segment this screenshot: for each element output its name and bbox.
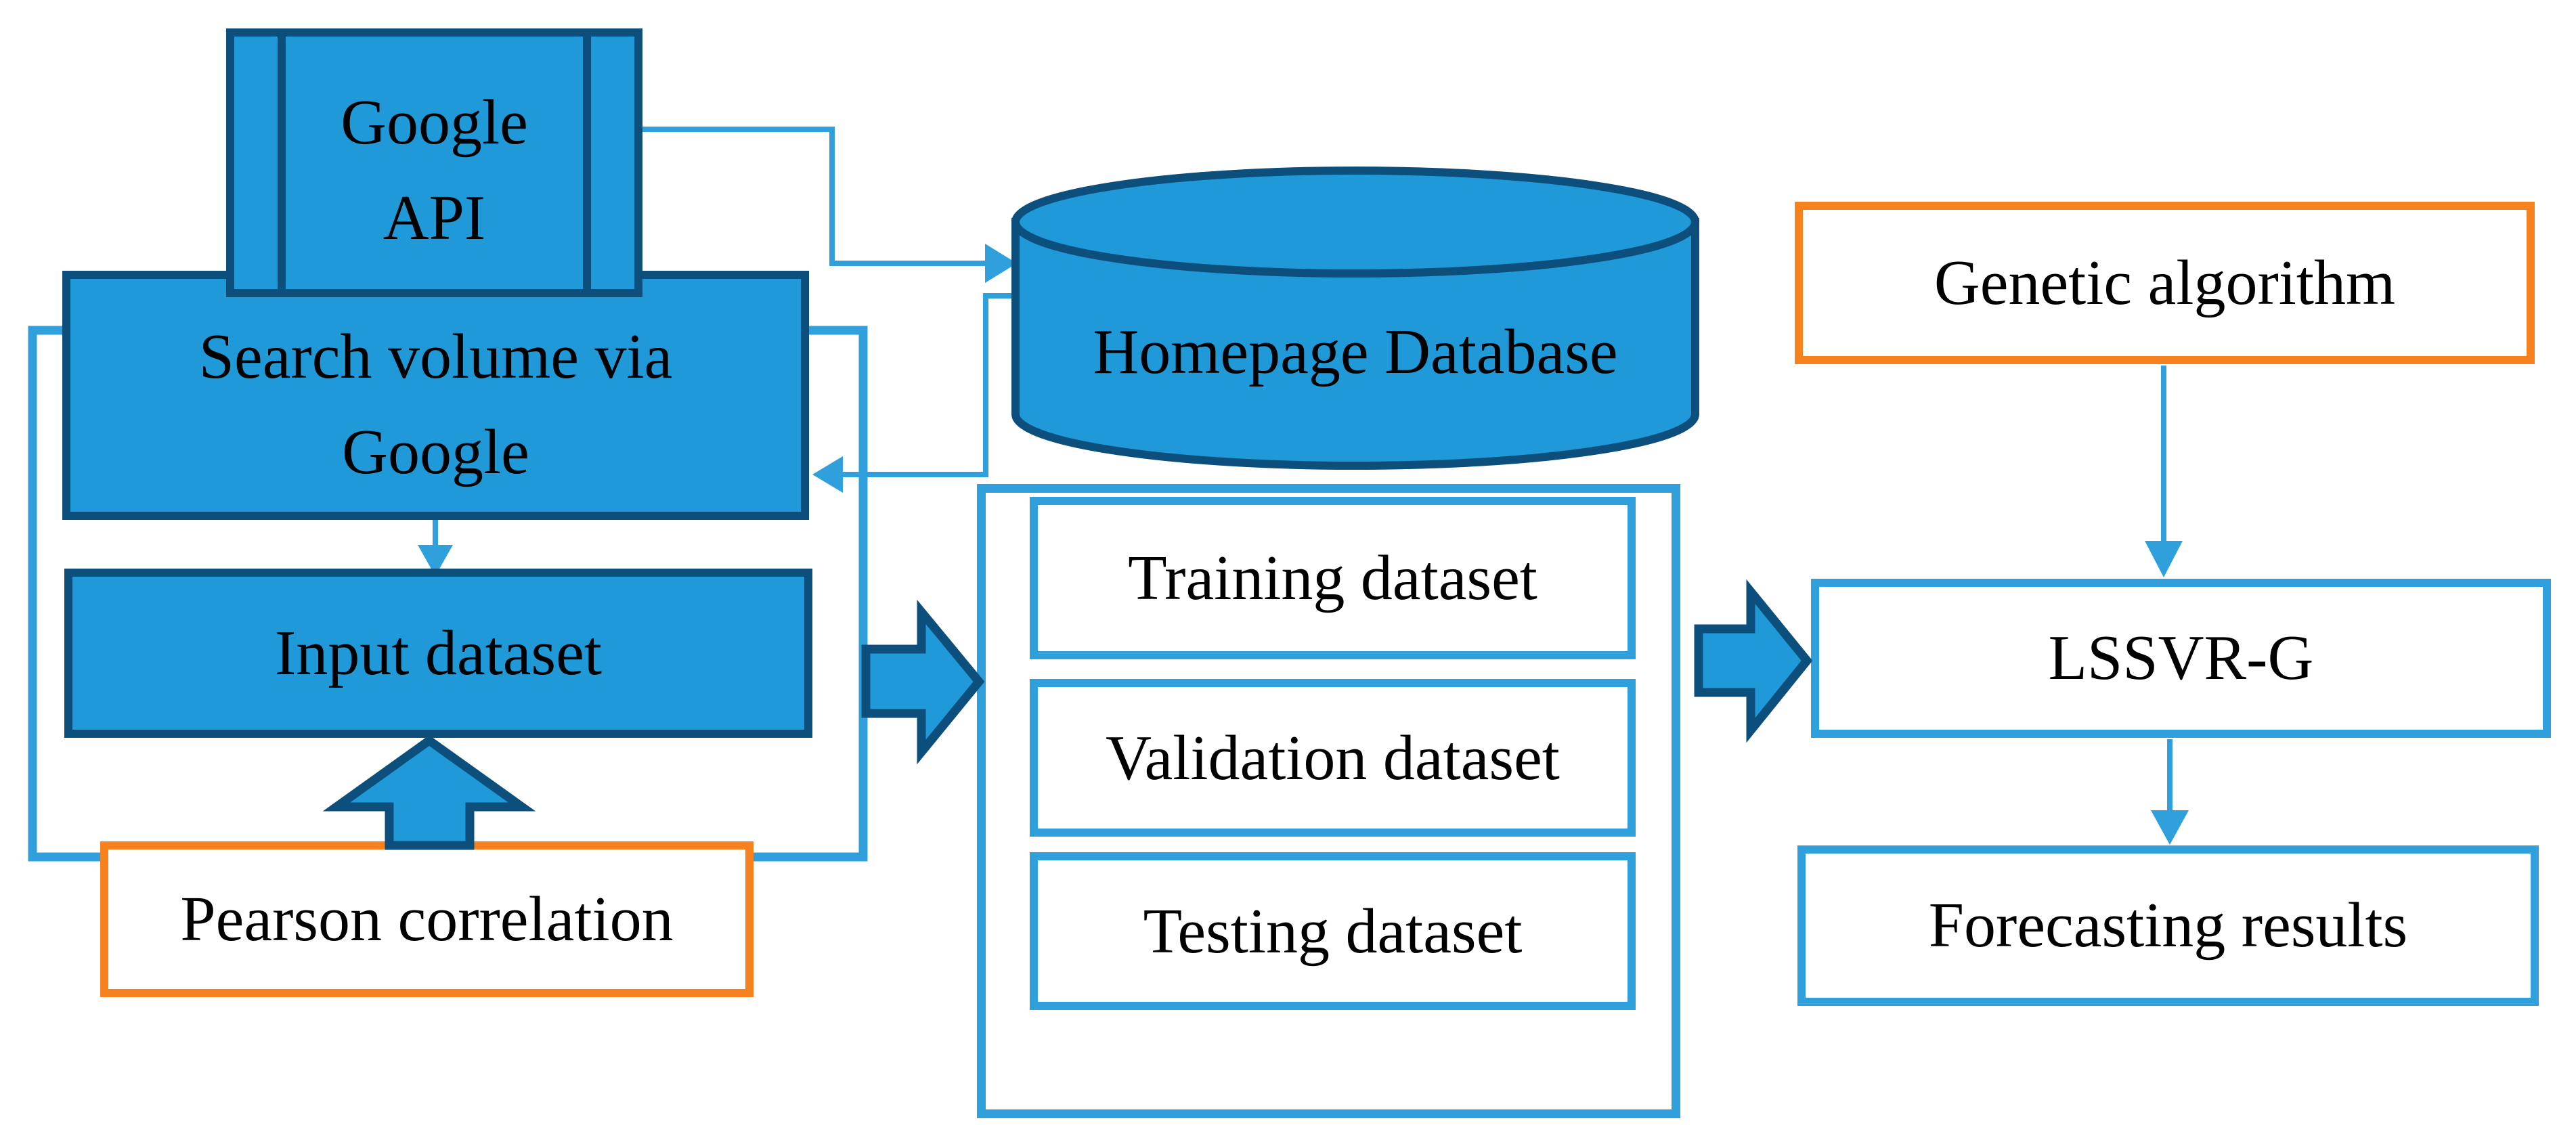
validation-dataset-label: Validation dataset — [1106, 722, 1560, 793]
lssvr-g-box: LSSVR-G — [1811, 579, 2551, 738]
cylinder-body — [1011, 218, 1699, 470]
validation-dataset-box: Validation dataset — [1030, 679, 1636, 837]
training-dataset-box: Training dataset — [1030, 497, 1636, 659]
google-api-label-line1: Google — [341, 87, 528, 158]
db-to-searchvolume-line — [842, 293, 1013, 477]
dataset-container-box: Training dataset Validation dataset Test… — [977, 484, 1680, 1118]
input-dataset-box: Input dataset — [64, 569, 812, 738]
genetic-to-lssvr-arrowhead-icon — [2145, 541, 2183, 577]
searchvolume-to-input-arrowhead-icon — [418, 545, 453, 576]
block-arrow-right-2-icon — [1694, 579, 1813, 743]
genetic-algorithm-box: Genetic algorithm — [1795, 202, 2535, 364]
lssvr-to-forecasting-arrowhead-icon — [2151, 810, 2189, 845]
google-api-label-line2: API — [383, 182, 486, 253]
predefined-process-bar-left — [278, 37, 286, 289]
search-volume-box: Search volume via Google — [62, 271, 809, 520]
lssvr-g-label: LSSVR-G — [2048, 623, 2314, 693]
predefined-process-bar-right — [583, 37, 591, 289]
forecasting-results-box: Forecasting results — [1797, 845, 2539, 1006]
block-arrow-up-icon — [322, 735, 536, 850]
pearson-correlation-label: Pearson correlation — [180, 883, 674, 954]
genetic-algorithm-label: Genetic algorithm — [1934, 247, 2396, 318]
cylinder-top — [1011, 167, 1699, 278]
google-api-box: Google API — [226, 28, 642, 297]
block-arrow-right-1-icon — [861, 599, 985, 765]
training-dataset-label: Training dataset — [1128, 543, 1537, 613]
search-volume-label-line2: Google — [342, 417, 529, 487]
homepage-database-label: Homepage Database — [1093, 317, 1618, 387]
input-dataset-label: Input dataset — [275, 617, 602, 688]
googleapi-to-db-arrowhead-icon — [985, 244, 1017, 283]
googleapi-to-db-line — [642, 127, 987, 266]
pearson-correlation-box: Pearson correlation — [100, 841, 754, 997]
forecasting-results-label: Forecasting results — [1928, 890, 2408, 961]
testing-dataset-label: Testing dataset — [1143, 896, 1523, 967]
db-to-searchvolume-arrowhead-icon — [812, 456, 843, 493]
testing-dataset-box: Testing dataset — [1030, 852, 1636, 1010]
search-volume-label-line1: Search volume via — [198, 322, 673, 392]
